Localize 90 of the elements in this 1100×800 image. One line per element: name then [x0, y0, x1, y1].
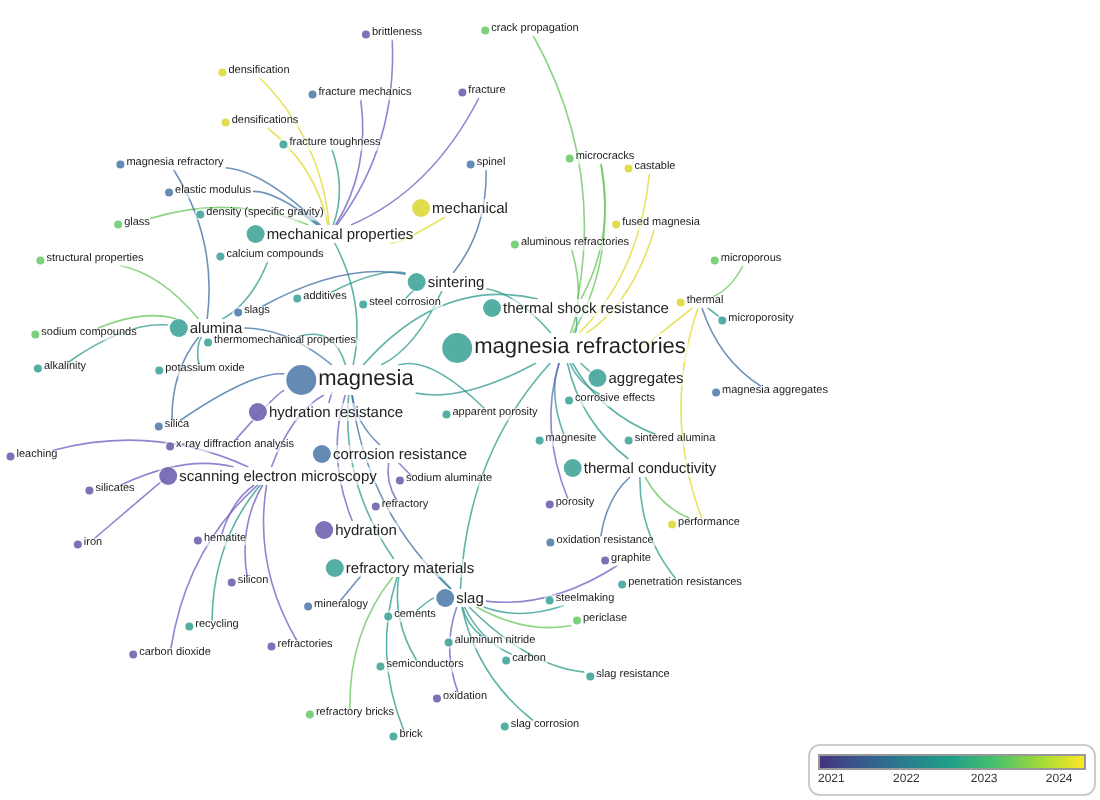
link-curve	[351, 394, 381, 446]
link-curve	[550, 362, 569, 500]
link-curve	[398, 462, 414, 478]
link-curve	[569, 362, 601, 396]
link-curve	[266, 126, 329, 226]
keyword-node	[291, 292, 349, 304]
link-curve	[639, 306, 694, 351]
link-curve	[336, 394, 354, 522]
link-curve	[600, 476, 631, 538]
link-curve	[380, 290, 443, 366]
link-curve	[96, 314, 178, 330]
link-curve	[475, 606, 573, 629]
link-curve	[701, 306, 763, 388]
link-curve	[121, 462, 235, 486]
link-curve	[93, 476, 167, 540]
link-curve	[211, 484, 262, 622]
link-curve	[262, 484, 298, 642]
link-curve	[297, 210, 319, 226]
link-curve	[414, 362, 537, 396]
link-curve	[349, 576, 394, 710]
link-curve	[639, 476, 677, 580]
link-curve	[434, 571, 453, 590]
link-curve	[347, 394, 395, 560]
link-curve	[334, 98, 364, 226]
link-curve	[331, 148, 341, 226]
link-curve	[461, 606, 484, 638]
link-curve	[234, 389, 286, 442]
link-curve	[385, 576, 405, 732]
link-curve	[452, 168, 487, 274]
keyword-node	[244, 225, 416, 243]
link-curve	[170, 484, 259, 650]
link-curve	[389, 216, 446, 244]
link-curve	[569, 248, 580, 334]
link-curve	[351, 394, 452, 590]
link-curve	[221, 260, 269, 320]
link-curve	[244, 484, 264, 578]
link-curve	[327, 390, 334, 404]
link-curve	[396, 576, 418, 662]
link-curve	[415, 597, 436, 612]
link-curve	[463, 606, 513, 656]
keyword-node	[157, 467, 379, 485]
link-curve	[571, 362, 657, 436]
link-curve	[179, 372, 286, 422]
link-curve	[397, 362, 486, 410]
link-curve	[118, 264, 200, 320]
link-curve	[579, 362, 596, 377]
link-curve	[261, 270, 407, 308]
link-curve	[196, 336, 203, 366]
link-curve	[578, 172, 651, 334]
keyword-label: magnesia refractories	[474, 337, 686, 359]
link-curve	[680, 306, 703, 520]
keyword-node	[191, 534, 249, 546]
link-curve	[339, 574, 362, 602]
link-curve	[706, 306, 726, 322]
link-curve	[329, 271, 407, 294]
link-curve	[644, 476, 691, 520]
link-curve	[333, 242, 358, 366]
link-curve	[350, 96, 480, 226]
link-curve	[484, 564, 619, 604]
link-curve	[572, 162, 606, 334]
link-curve	[580, 162, 606, 300]
link-curve	[252, 190, 320, 226]
link-curve	[51, 439, 250, 468]
link-curve	[362, 293, 539, 366]
link-curve	[149, 206, 310, 226]
link-curve	[712, 264, 744, 298]
link-curve	[172, 168, 210, 320]
link-curve	[459, 362, 552, 590]
link-curve	[461, 606, 534, 722]
link-curve	[336, 38, 394, 226]
link-curve	[553, 362, 565, 436]
link-curve	[270, 394, 325, 468]
link-curve	[258, 76, 330, 226]
link-curve	[448, 606, 459, 694]
link-curve	[574, 316, 578, 334]
link-curve	[387, 462, 398, 502]
link-curve	[532, 34, 586, 300]
link-curve	[485, 287, 552, 334]
link-curve	[585, 228, 656, 334]
link-curve	[67, 323, 169, 364]
keyword-node	[500, 654, 548, 666]
link-curve	[468, 606, 586, 673]
keyword-label: magnesia	[318, 369, 414, 391]
link-curve	[297, 333, 347, 366]
link-curve	[220, 484, 256, 536]
link-curve	[171, 336, 200, 422]
link-curve	[243, 327, 333, 366]
link-curve	[482, 604, 565, 615]
link-curve	[566, 362, 630, 460]
link-curve	[224, 166, 322, 226]
